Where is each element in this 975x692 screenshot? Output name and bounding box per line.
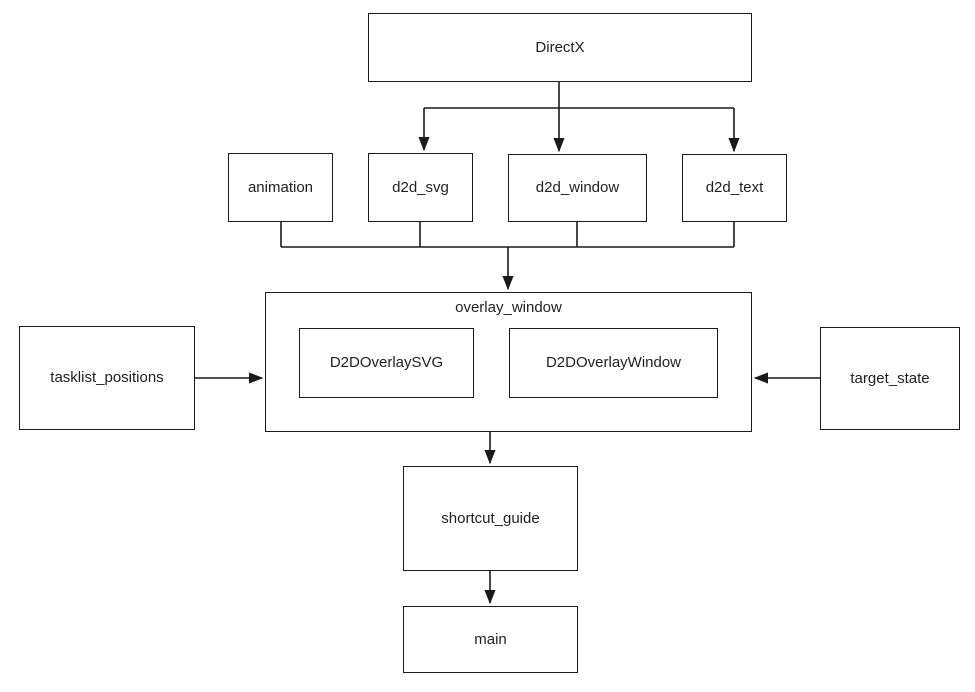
node-directx-label: DirectX — [535, 38, 585, 56]
node-d2d-svg-label: d2d_svg — [392, 178, 449, 196]
node-overlay-window-label: overlay_window — [455, 299, 562, 316]
node-target-state: target_state — [820, 327, 960, 430]
node-d2d-text: d2d_text — [682, 154, 787, 222]
node-d2d-svg: d2d_svg — [368, 153, 473, 222]
node-directx: DirectX — [368, 13, 752, 82]
node-overlay-window: overlay_window D2DOverlaySVG D2DOverlayW… — [265, 292, 752, 432]
node-d2d-text-label: d2d_text — [705, 179, 764, 196]
node-d2d-overlay-window: D2DOverlayWindow — [509, 328, 718, 398]
node-d2d-window: d2d_window — [508, 154, 647, 222]
node-d2d-overlay-svg: D2DOverlaySVG — [299, 328, 474, 398]
node-main: main — [403, 606, 578, 673]
node-d2d-overlay-window-label: D2DOverlayWindow — [545, 354, 682, 371]
node-tasklist-positions: tasklist_positions — [19, 326, 195, 430]
node-animation: animation — [228, 153, 333, 222]
node-shortcut-guide-label: shortcut_guide — [441, 509, 540, 527]
node-d2d-overlay-svg-label: D2DOverlaySVG — [329, 354, 444, 371]
node-shortcut-guide: shortcut_guide — [403, 466, 578, 571]
node-tasklist-positions-label: tasklist_positions — [50, 369, 164, 386]
node-d2d-window-label: d2d_window — [535, 179, 620, 196]
node-main-label: main — [474, 630, 507, 648]
node-target-state-label: target_state — [850, 369, 930, 387]
node-animation-label: animation — [247, 178, 314, 196]
